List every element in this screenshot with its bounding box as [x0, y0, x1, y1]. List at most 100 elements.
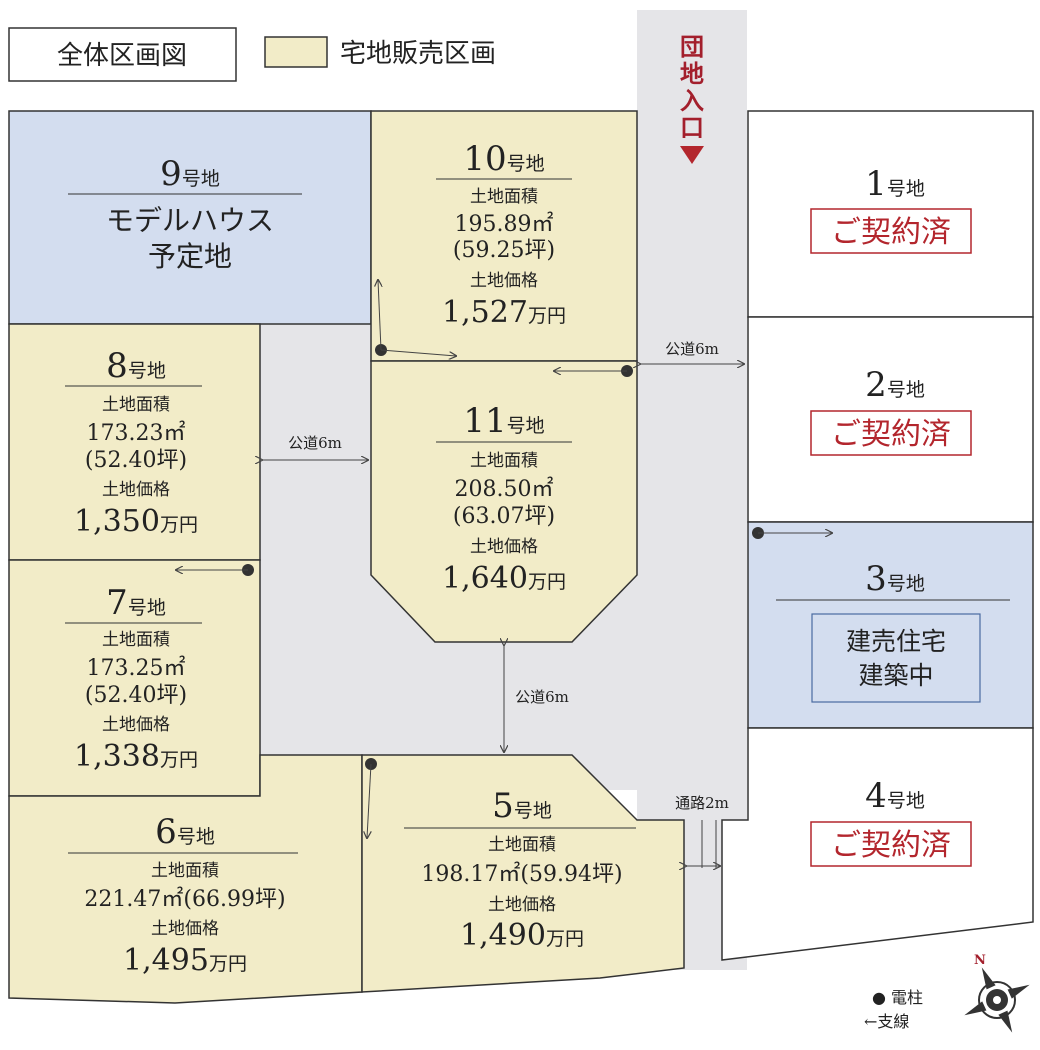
symbol-legend: ● 電柱 ←支線 [864, 988, 923, 1031]
lot-10-price: 1,527 [442, 295, 528, 330]
lot-7-suffix: 号地 [128, 597, 166, 619]
svg-text:1,495万円: 1,495万円 [123, 943, 247, 978]
svg-text:6号地: 6号地 [155, 812, 215, 852]
lot-2-status-box [810, 410, 972, 456]
lot-5-area: 198.17㎡(59.94坪) [421, 861, 622, 887]
lot-6[interactable]: 6号地 土地面積 221.47㎡(66.99坪) 土地価格 1,495万円 [8, 754, 363, 1004]
passage-label: 通路2m [675, 794, 729, 812]
passage-road [680, 815, 720, 962]
lot-11[interactable]: 11号地 土地面積 208.50㎡ (63.07坪) 土地価格 1,640万円 [370, 360, 638, 643]
lot-3[interactable]: 3号地 建売住宅 建築中 [747, 521, 1034, 729]
lot-5-unit: 万円 [546, 928, 584, 950]
lot-3-suffix: 号地 [887, 573, 925, 595]
lot-1-status-box [810, 208, 972, 254]
svg-text:1号地: 1号地 [865, 164, 925, 204]
lot-8-price: 1,350 [74, 504, 160, 539]
svg-text:1,490万円: 1,490万円 [460, 918, 584, 953]
lot-7[interactable]: 7号地 土地面積 173.25㎡ (52.40坪) 土地価格 1,338万円 [8, 559, 261, 797]
lot-4[interactable]: 4号地 ご契約済 [721, 727, 1034, 961]
guy-wire-icon [380, 349, 456, 356]
lot-5-price-label: 土地価格 [488, 895, 556, 915]
lot-7-area: 173.25㎡ [87, 655, 186, 681]
lot-11-price-label: 土地価格 [470, 537, 538, 557]
svg-text:1,640万円: 1,640万円 [442, 561, 566, 596]
lot-10-price-label: 土地価格 [470, 271, 538, 291]
entrance-char-2: 地 [680, 59, 704, 88]
lot-10[interactable]: 10号地 土地面積 195.89㎡ (59.25坪) 土地価格 1,527万円 [370, 110, 638, 362]
lot-6-unit: 万円 [209, 953, 247, 975]
lot-10-unit: 万円 [528, 305, 566, 327]
lot-11-tsubo: (63.07坪) [453, 504, 555, 529]
lot-10-area-label: 土地面積 [470, 187, 538, 207]
lot-9-number: 9 [160, 154, 182, 194]
lot-7-unit: 万円 [160, 749, 198, 771]
lot-10-tsubo: (59.25坪) [453, 238, 555, 263]
lot-9-desc-2: 予定地 [148, 240, 232, 273]
lot-7-price: 1,338 [74, 739, 160, 774]
compass-north-label: N [974, 953, 986, 968]
entrance: 団 地 入 口 [680, 32, 704, 164]
lot-1-status: ご契約済 [831, 215, 951, 250]
utility-poles [176, 280, 832, 838]
lot-4-status-box [810, 821, 972, 867]
guy-wire-icon [378, 280, 381, 351]
lot-11-area-label: 土地面積 [470, 451, 538, 471]
lot-8-tsubo: (52.40坪) [85, 448, 187, 473]
lot-9[interactable]: 9号地 モデルハウス 予定地 [8, 110, 372, 325]
lot-3-status-box [811, 613, 981, 703]
lot-5-price: 1,490 [460, 918, 546, 953]
entrance-char-1: 団 [680, 32, 704, 61]
svg-text:3号地: 3号地 [865, 559, 925, 599]
lot-8-unit: 万円 [160, 514, 198, 536]
legend-sale-label: 宅地販売区画 [340, 39, 496, 69]
lot-3-number: 3 [865, 559, 887, 599]
lot-8-price-label: 土地価格 [102, 480, 170, 500]
svg-text:7号地: 7号地 [106, 583, 166, 623]
lot-1-suffix: 号地 [887, 178, 925, 200]
legend: 全体区画図 宅地販売区画 [8, 27, 496, 82]
svg-text:10号地: 10号地 [463, 139, 544, 179]
svg-text:1,350万円: 1,350万円 [74, 504, 198, 539]
lot-7-tsubo: (52.40坪) [85, 683, 187, 708]
lot-10-number: 10 [463, 139, 506, 179]
lot-6-area-label: 土地面積 [151, 861, 219, 881]
lot-8-area-label: 土地面積 [102, 395, 170, 415]
lot-3-status-2: 建築中 [858, 661, 933, 690]
legend-title: 全体区画図 [57, 41, 187, 71]
lot-2-status: ご契約済 [831, 417, 951, 452]
lot-11-unit: 万円 [528, 571, 566, 593]
lot-8-suffix: 号地 [128, 360, 166, 382]
compass-icon: N [964, 953, 1030, 1033]
lot-1-number: 1 [865, 164, 887, 204]
road-label-3: 公道6m [515, 688, 569, 706]
lot-8[interactable]: 8号地 土地面積 173.23㎡ (52.40坪) 土地価格 1,350万円 [8, 323, 261, 561]
lot-2[interactable]: 2号地 ご契約済 [747, 316, 1034, 523]
lot-5[interactable]: 5号地 土地面積 198.17㎡(59.94坪) 土地価格 1,490万円 [361, 754, 685, 993]
lot-5-suffix: 号地 [514, 800, 552, 822]
lot-4-status: ご契約済 [831, 828, 951, 863]
lot-6-price-label: 土地価格 [151, 919, 219, 939]
guy-legend-label: ←支線 [864, 1012, 909, 1031]
lot-5-area-label: 土地面積 [488, 835, 556, 855]
entrance-char-4: 口 [680, 113, 704, 142]
lot-2-number: 2 [865, 365, 887, 405]
main-road [637, 10, 747, 970]
entrance-arrow-icon [680, 146, 704, 164]
lot-2-suffix: 号地 [887, 379, 925, 401]
road-label-1: 公道6m [665, 340, 719, 358]
lot-6-number: 6 [155, 812, 177, 852]
legend-sale-swatch [264, 36, 328, 68]
entrance-char-3: 入 [680, 86, 704, 115]
svg-text:5号地: 5号地 [492, 786, 552, 826]
lot-1[interactable]: 1号地 ご契約済 [747, 110, 1034, 318]
svg-text:4号地: 4号地 [865, 776, 925, 816]
legend-title-box [8, 27, 237, 82]
lot-7-number: 7 [106, 583, 128, 623]
lot-4-number: 4 [865, 776, 887, 816]
lot-3-status-1: 建売住宅 [846, 627, 946, 656]
lot-11-number: 11 [463, 401, 506, 441]
lot-8-area: 173.23㎡ [87, 420, 186, 446]
lot-9-suffix: 号地 [182, 168, 220, 190]
lot-10-area: 195.89㎡ [455, 211, 554, 237]
